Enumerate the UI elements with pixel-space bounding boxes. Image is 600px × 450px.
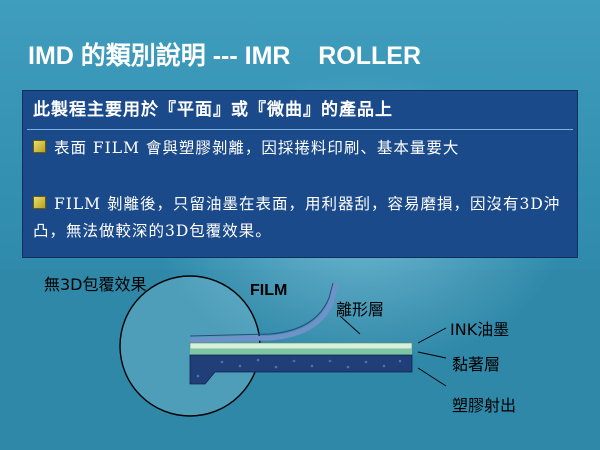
molding-label: 塑膠射出 <box>452 396 517 415</box>
molding-leader <box>417 367 447 387</box>
ink-label: INK油墨 <box>450 320 510 339</box>
description-box: 此製程主要用於『平面』或『微曲』的產品上 表面 FILM 會與塑膠剝離，因採捲料… <box>22 90 578 258</box>
adhesive-layer <box>190 349 412 355</box>
bullet-1-text: 表面 FILM 會與塑膠剝離，因採捲料印刷、基本量要大 <box>54 139 460 157</box>
box-divider <box>27 129 573 130</box>
molding-texture <box>196 358 402 378</box>
molding-layer <box>189 354 413 385</box>
bullet-2: FILM 剝離後，只留油墨在表面，用利器刮，容易磨損，因沒有3D沖凸，無法做較深… <box>33 191 569 245</box>
ink-layer <box>189 342 413 350</box>
film-edge <box>189 282 334 337</box>
bullet-square-icon <box>33 196 46 209</box>
slide-title: IMD 的類別說明 --- IMR ROLLER <box>28 42 422 70</box>
bullet-2-text: FILM 剝離後，只留油墨在表面，用利器刮，容易磨損，因沒有3D沖凸，無法做較深… <box>33 195 561 240</box>
release-layer-label: 離形層 <box>336 300 385 319</box>
bullet-square-icon <box>33 140 46 153</box>
film-label: FILM <box>250 282 288 299</box>
adhesive-leader <box>417 351 447 359</box>
bullet-1: 表面 FILM 會與塑膠剝離，因採捲料印刷、基本量要大 <box>33 135 569 162</box>
box-heading: 此製程主要用於『平面』或『微曲』的產品上 <box>33 100 393 120</box>
release-leader <box>339 315 361 335</box>
no-3d-label: 無3D包覆效果 <box>44 275 147 294</box>
ink-leader <box>417 327 447 344</box>
adhesive-label: 黏著層 <box>452 355 501 374</box>
film-layer <box>189 282 339 343</box>
